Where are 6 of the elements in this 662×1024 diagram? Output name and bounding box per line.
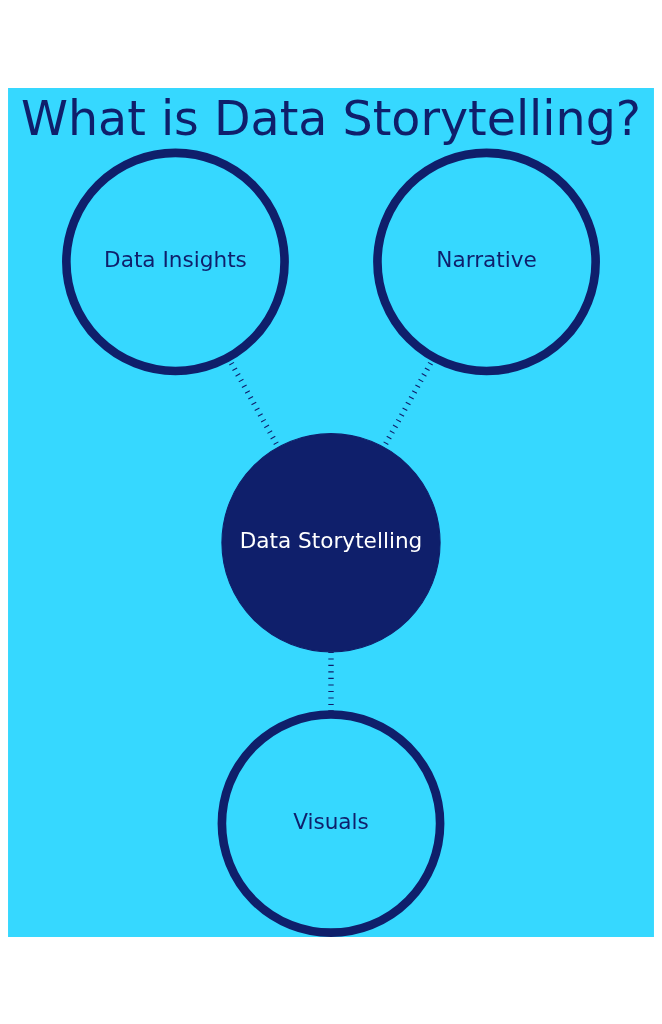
node-circle: Data Storytelling [221, 432, 441, 652]
diagram-title: What is Data Storytelling? [20, 90, 642, 146]
connector [328, 651, 334, 714]
node-circle: Narrative [373, 148, 600, 375]
node-circle: Data Insights [62, 148, 289, 375]
node-circle: Visuals [217, 709, 445, 937]
